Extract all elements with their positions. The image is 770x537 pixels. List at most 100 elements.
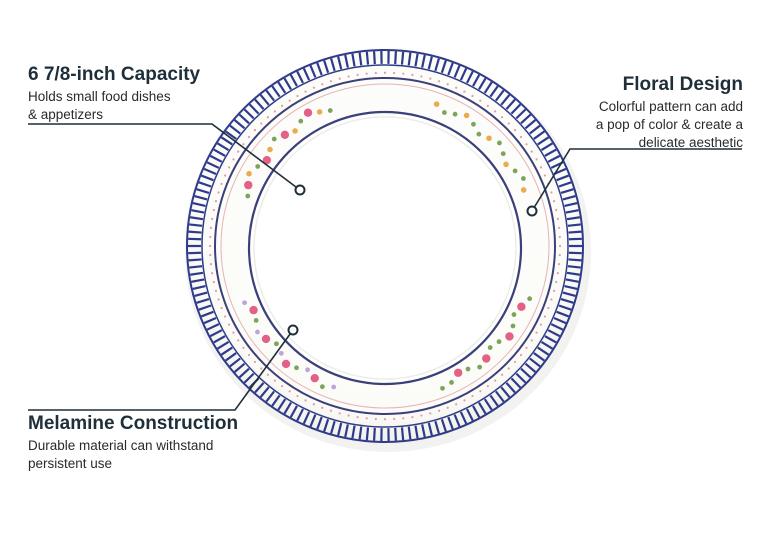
rim-stripe <box>553 317 567 325</box>
floral-garland-bloom <box>511 312 517 317</box>
band-trim-dot <box>208 244 212 248</box>
rim-stripe <box>316 62 323 76</box>
band-trim-dot <box>557 263 561 266</box>
floral-garland-bloom <box>271 136 277 142</box>
melamine-pin <box>287 324 299 336</box>
band-trim-dot <box>455 86 458 89</box>
rim-stripe <box>407 52 412 66</box>
band-trim-dot <box>547 306 550 310</box>
band-trim-dot <box>288 99 291 102</box>
rim-stripe <box>427 422 433 436</box>
rim-stripe <box>337 56 343 70</box>
rim-stripe <box>365 51 370 65</box>
rim-stripe <box>524 362 537 373</box>
rim-stripe <box>564 284 578 290</box>
band-trim-dot <box>429 412 432 415</box>
floral-pin <box>526 205 538 217</box>
rim-stripe <box>540 142 554 152</box>
floral-garland-bloom <box>453 368 463 377</box>
floral-garland-bloom <box>440 385 445 391</box>
band-trim-dot <box>479 99 482 102</box>
band-trim-dot <box>211 272 214 275</box>
band-trim-dot <box>513 360 517 364</box>
floral-garland-bloom <box>274 341 279 347</box>
rim-stripe <box>478 402 487 415</box>
rim-stripe <box>562 195 576 201</box>
rim-stripe <box>547 329 561 338</box>
floral-garland-bloom <box>316 109 323 115</box>
rim-stripe <box>259 94 270 106</box>
band-trim-dot <box>530 150 533 153</box>
band-trim-dot <box>237 150 240 153</box>
rim-stripe <box>544 148 557 157</box>
floral-garland-bloom <box>292 128 298 134</box>
floral-garland-bloom <box>267 146 273 153</box>
floral-garland-bloom <box>255 164 261 169</box>
rim-stripe <box>505 382 516 394</box>
well-inner-shadow <box>253 116 517 380</box>
rim-stripe <box>283 402 292 415</box>
band-trim-dot <box>227 166 231 169</box>
rim-stripe <box>565 209 579 214</box>
band-trim-dot <box>312 403 315 406</box>
rim-stripe <box>277 398 287 411</box>
band-trim-dot <box>347 414 350 417</box>
rim-stripe <box>358 52 363 66</box>
plate-well <box>247 110 523 386</box>
rim-stripe <box>191 209 205 214</box>
band-trim-dot <box>539 166 543 169</box>
band-trim-dot <box>429 77 432 80</box>
rim-stripe <box>372 51 376 65</box>
rim-stripe <box>196 188 210 194</box>
rim-stripe <box>427 56 433 70</box>
rim-stripe <box>520 113 532 125</box>
floral-garland-bloom <box>261 334 271 344</box>
band-trim-dot <box>338 412 341 415</box>
rim-stripe <box>524 119 537 130</box>
band-trim-dot <box>402 417 405 420</box>
rim-stripe <box>440 418 447 432</box>
band-trim-dot <box>446 406 449 409</box>
band-trim-dot <box>420 75 423 78</box>
band-trim-dot <box>312 86 315 89</box>
rim-stripe <box>265 390 275 403</box>
callout-capacity-line-2: & appetizers <box>28 107 104 122</box>
band-trim-dot <box>552 289 556 292</box>
band-trim-dot <box>321 406 324 409</box>
band-trim-dot <box>535 331 538 334</box>
rim-stripe <box>337 422 343 436</box>
band-trim-dot <box>227 323 231 326</box>
callout-floral: Floral Design Colorful pattern can add a… <box>543 74 743 152</box>
band-trim-dot <box>220 182 223 186</box>
callout-melamine-title: Melamine Construction <box>28 413 239 434</box>
callout-capacity: 6 7/8-inch Capacity Holds small food dis… <box>28 64 248 124</box>
rim-stripe <box>229 124 241 135</box>
rim-stripe <box>500 94 511 106</box>
band-trim-dot <box>455 403 458 406</box>
floral-garland-bloom <box>249 305 258 315</box>
rim-stripe <box>453 414 461 427</box>
rim-stripe <box>472 74 481 87</box>
rim-stripe <box>558 304 572 311</box>
band-trim-dot <box>365 72 368 75</box>
rim-stripe <box>344 54 349 68</box>
band-trim-dot <box>374 417 377 421</box>
rim-stripe <box>224 352 237 362</box>
floral-garland-bloom <box>521 176 526 181</box>
band-trim-dot <box>513 128 517 132</box>
rim-stripe <box>421 54 426 68</box>
floral-garland-bloom <box>486 135 492 142</box>
rim-stripe <box>323 418 330 432</box>
band-trim-dot <box>214 200 218 203</box>
rim-stripe <box>296 408 304 422</box>
band-trim-dot <box>247 353 251 357</box>
band-trim-dot <box>260 367 263 370</box>
rim-stripe <box>289 74 298 87</box>
rim-stripe <box>560 188 574 194</box>
rim-stripe <box>567 265 581 269</box>
rim-stripe <box>351 425 356 439</box>
rim-stripe <box>562 291 576 297</box>
band-trim-dot <box>281 385 284 388</box>
floral-garland-bloom <box>477 364 483 370</box>
band-trim-dot <box>411 416 414 419</box>
